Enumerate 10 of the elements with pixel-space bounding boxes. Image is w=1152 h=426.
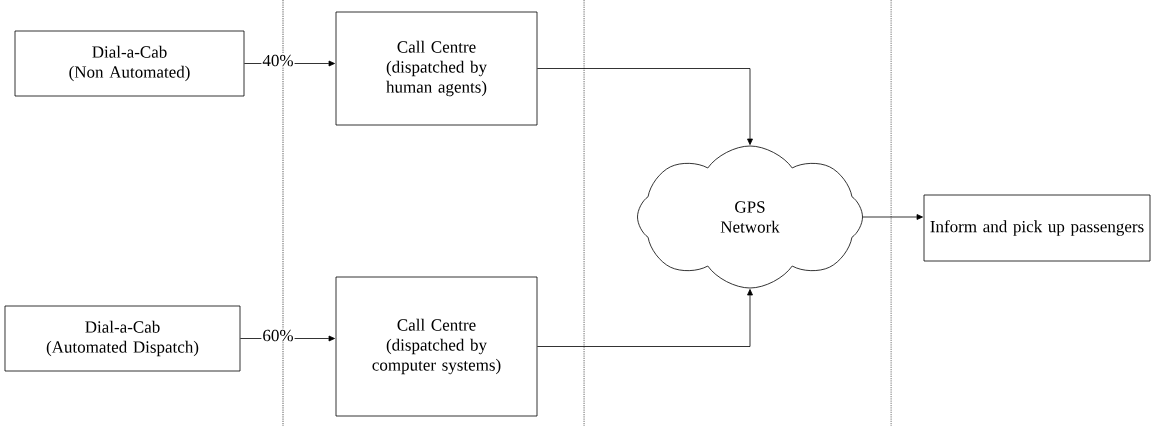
process-box: Dial-a-Cab (Automated Dispatch) (4, 305, 241, 372)
edge-label: 60% (261, 328, 295, 343)
arrow (537, 68, 753, 145)
process-box: Call Centre (dispatched by computer systems) (335, 276, 538, 417)
arrow (537, 289, 753, 347)
arrow (862, 214, 923, 220)
process-box: Inform and pick up passengers (923, 194, 1151, 262)
edge-label: 40% (261, 53, 295, 68)
process-box: Dial-a-Cab (Non Automated) (14, 30, 245, 97)
process-box: Call Centre (dispatched by human agents) (335, 11, 538, 126)
